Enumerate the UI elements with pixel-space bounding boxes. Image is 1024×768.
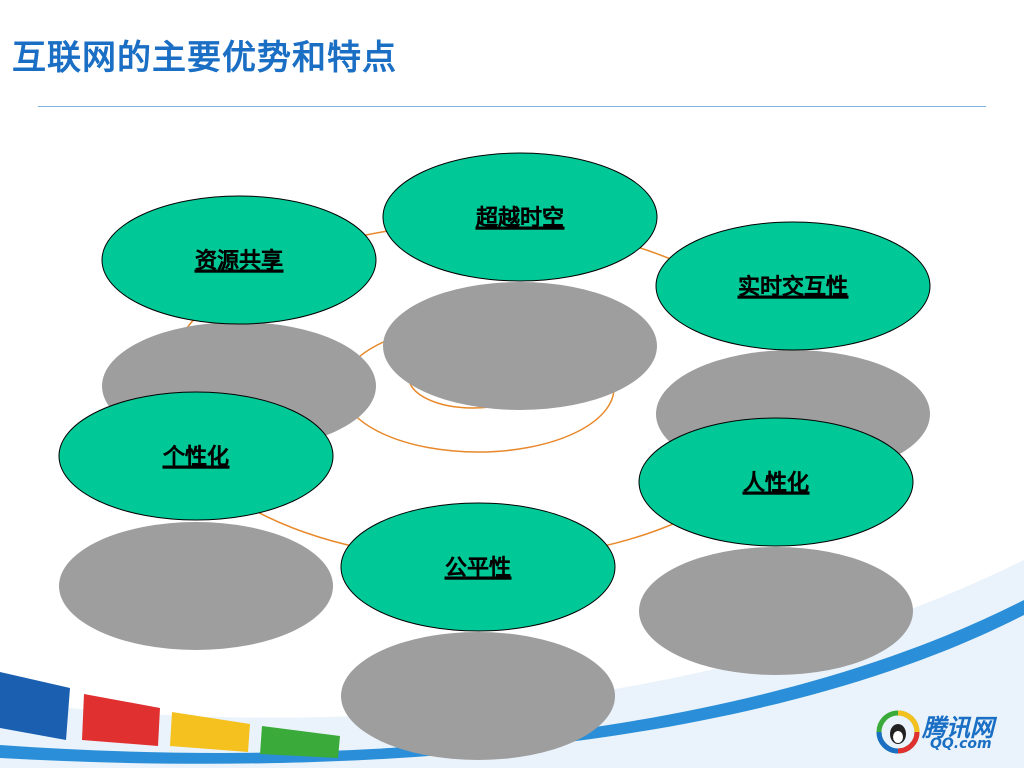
node-chaoyue[interactable]: 超越时空 [382, 152, 658, 282]
tencent-logo[interactable]: 腾讯网 QQ.com [876, 708, 1016, 758]
node-ellipses: 超越时空 资源共享 实时交互性 个性化 人性化 公平性 [58, 152, 931, 632]
node-label-shishi: 实时交互性 [738, 275, 848, 300]
node-shishi[interactable]: 实时交互性 [655, 221, 931, 351]
shadow-gexing [59, 522, 333, 650]
node-label-chaoyue: 超越时空 [476, 206, 564, 231]
title-divider [38, 106, 986, 107]
node-renxing[interactable]: 人性化 [638, 417, 914, 547]
node-label-gexing: 个性化 [163, 445, 229, 470]
shadow-gongping [341, 632, 615, 760]
node-label-renxing: 人性化 [743, 471, 809, 496]
node-label-gongping: 公平性 [445, 556, 511, 581]
footer-decoration [0, 560, 1024, 768]
logo-name: 腾讯网 [922, 714, 994, 742]
shadow-renxing [639, 547, 913, 675]
node-gexing[interactable]: 个性化 [58, 391, 334, 521]
slide-title: 互联网的主要优势和特点 [12, 38, 397, 78]
logo-domain: QQ.com [930, 736, 992, 752]
node-gongping[interactable]: 公平性 [340, 502, 616, 632]
node-label-ziyuan: 资源共享 [195, 249, 283, 274]
node-ziyuan[interactable]: 资源共享 [101, 195, 377, 325]
qq-logo-icon [876, 710, 920, 754]
shadow-chaoyue [383, 282, 657, 410]
